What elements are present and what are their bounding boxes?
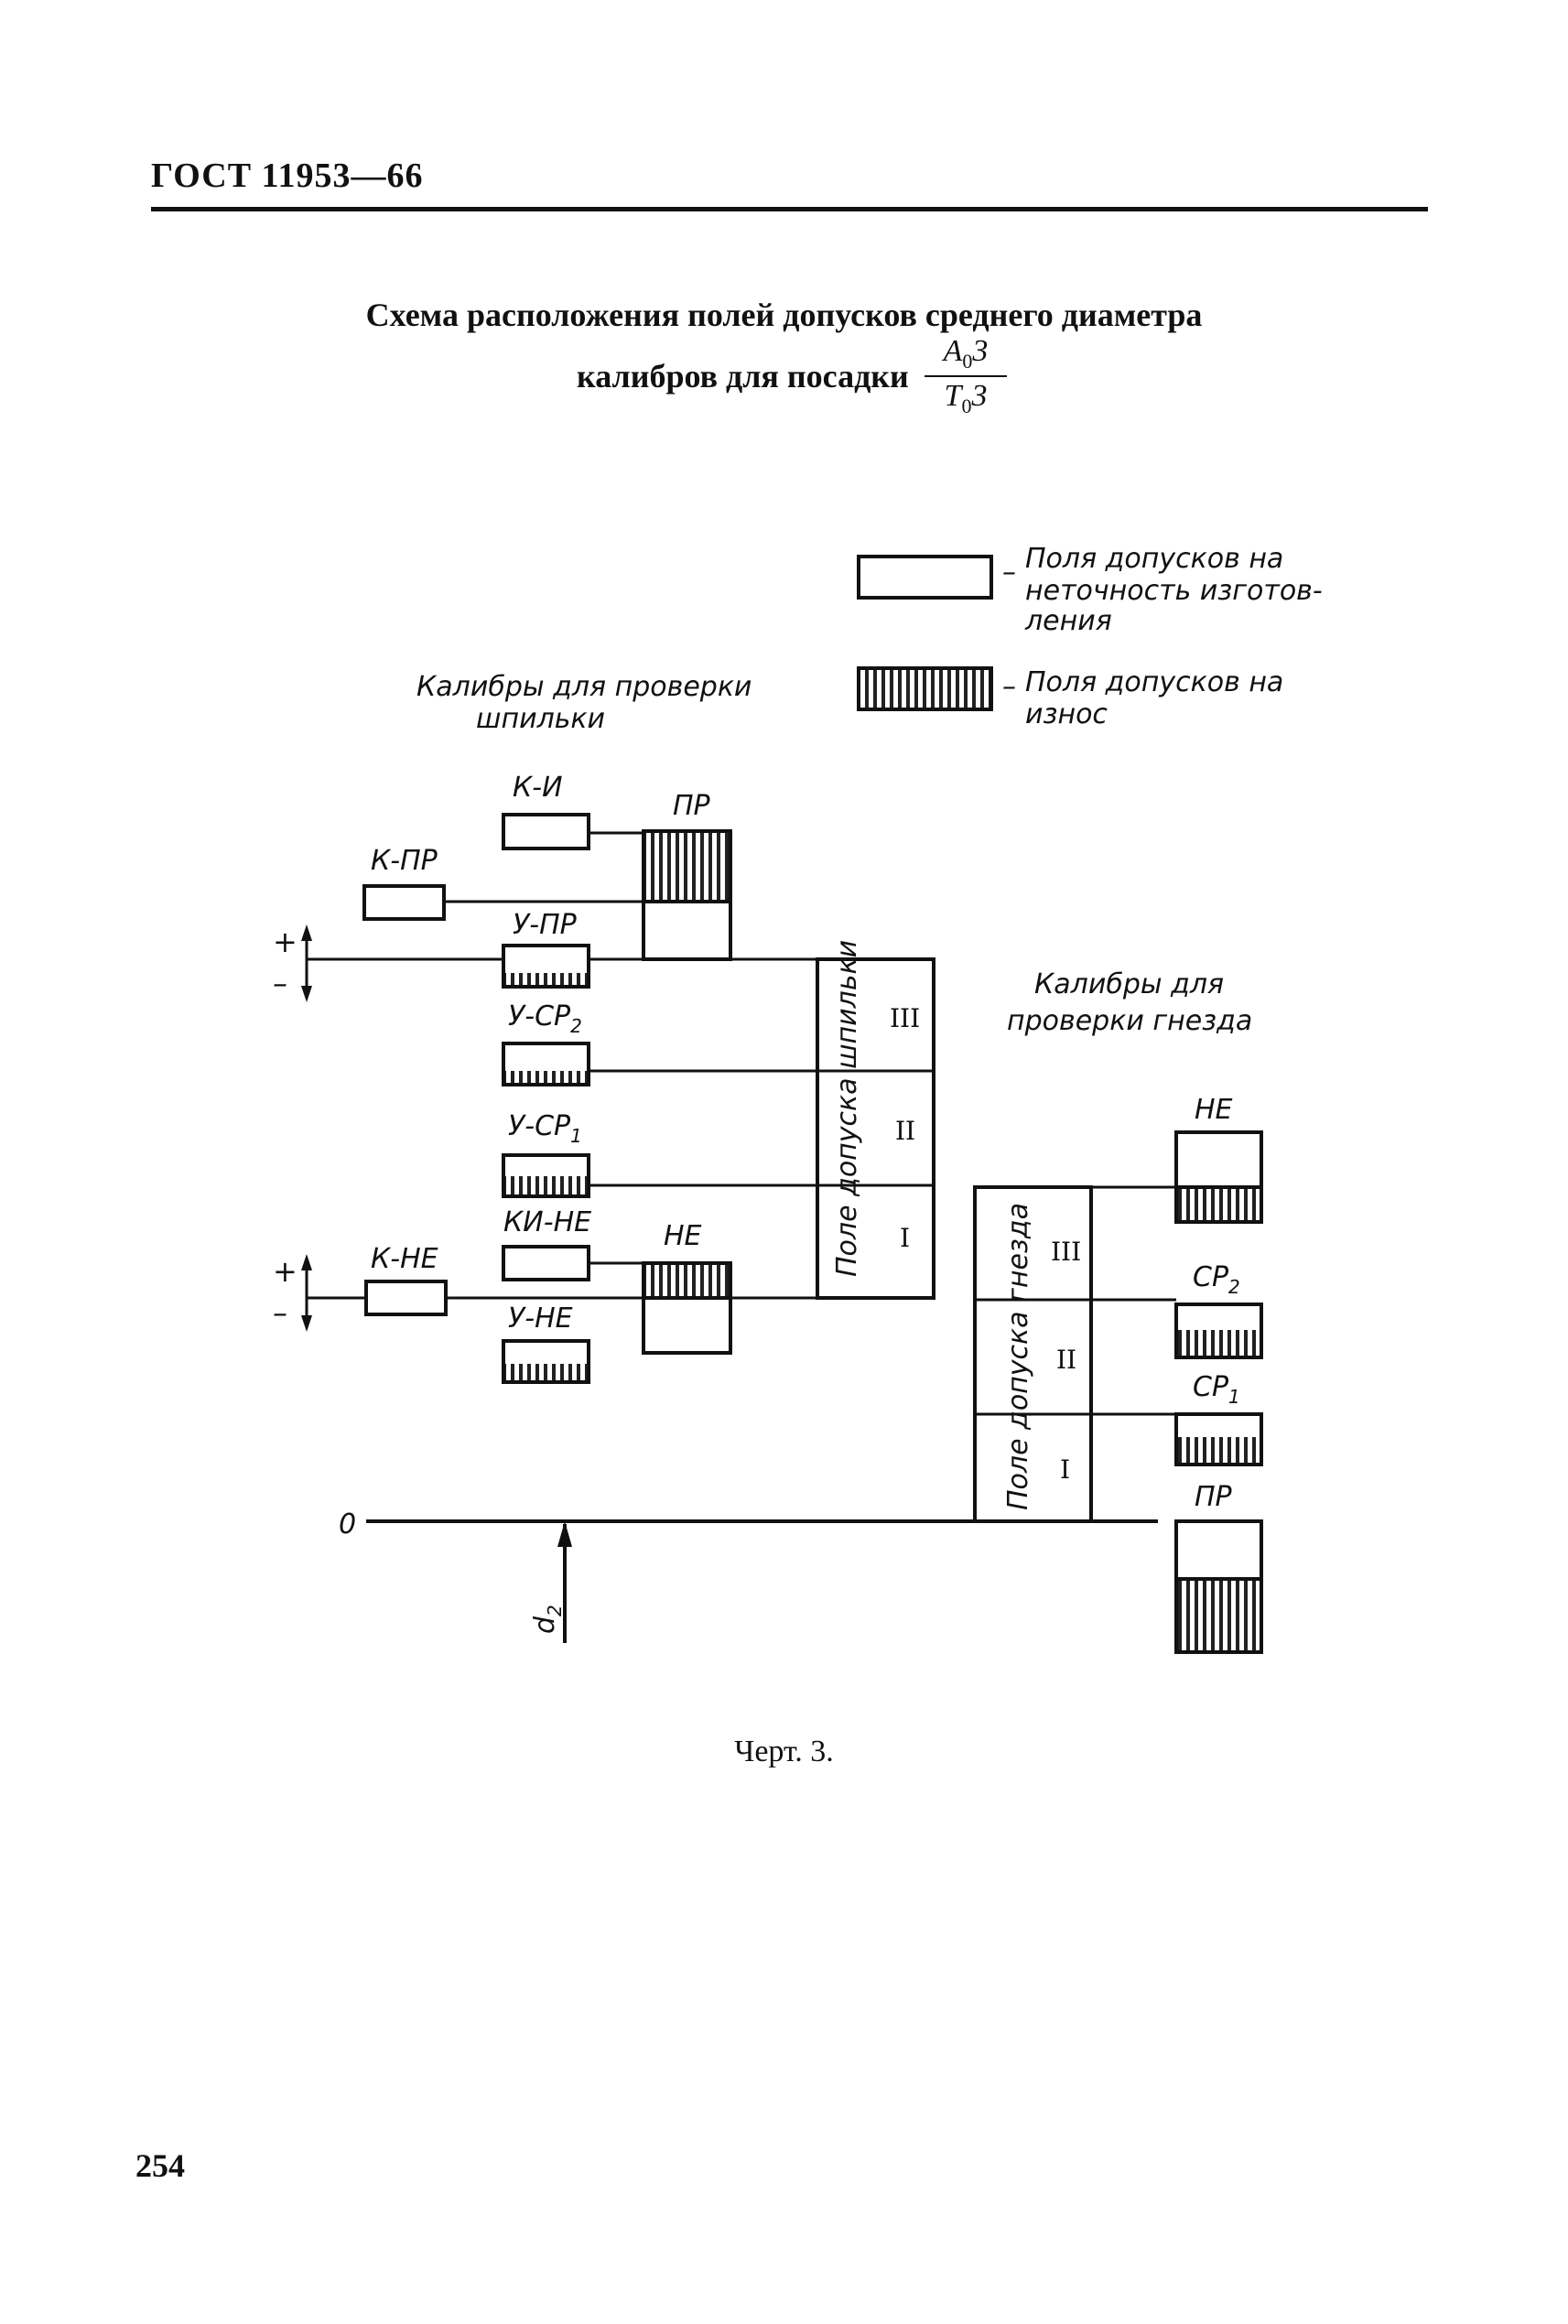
fit-fraction: A03 T03	[925, 334, 1007, 418]
fraction-denominator: T03	[944, 378, 988, 417]
d2-arrowhead	[557, 1521, 572, 1547]
gauge-ki-ne-label: КИ-НЕ	[503, 1206, 591, 1238]
gauge-u-pr-label: У-ПР	[513, 909, 578, 941]
gauge-k-pr-label: К-ПР	[371, 845, 438, 877]
lower-plus-sign: +	[273, 1254, 297, 1289]
pin-zone-2: II	[895, 1116, 915, 1146]
upper-minus-sign: –	[273, 966, 287, 1000]
legend-wear-line1: Поля допусков на	[1025, 666, 1283, 698]
d2-label: d2	[529, 1605, 566, 1634]
hole-ne-manufacture-zone	[1174, 1130, 1263, 1189]
hole-gauges-caption-line1: Калибры для	[1034, 968, 1224, 1000]
page-number: 254	[135, 2147, 185, 2184]
legend-dash-1: –	[1002, 557, 1016, 589]
legend-manufacture-line3: ления	[1024, 605, 1112, 637]
legend-dash-2: –	[1002, 671, 1016, 703]
legend-manufacture-swatch	[857, 555, 993, 600]
pin-gauges-caption-line1: Калибры для проверки	[416, 671, 752, 703]
diagram-title-line2: калибров для посадки	[577, 358, 909, 395]
gauge-k-ne	[364, 1280, 448, 1316]
hole-tolerance-field	[973, 1185, 1093, 1523]
upper-plus-sign: +	[273, 924, 297, 959]
gauge-k-pr	[362, 884, 446, 921]
pin-pr-wear-zone	[642, 829, 732, 903]
zero-label: 0	[339, 1508, 356, 1540]
gauge-k-i-label: К-И	[513, 772, 563, 804]
legend-manufacture-line2: неточность изготов-	[1025, 575, 1323, 607]
hole-pr-wear-zone	[1174, 1577, 1263, 1654]
hole-zone-2: II	[1056, 1345, 1076, 1375]
legend-wear-line2: износ	[1025, 698, 1108, 730]
hole-sr2-label: СР2	[1193, 1261, 1240, 1298]
pin-ne-manufacture-zone	[642, 1296, 732, 1355]
pin-zone-1: I	[900, 1223, 910, 1253]
hole-zone-1: I	[1060, 1454, 1070, 1485]
lower-minus-sign: –	[273, 1295, 287, 1330]
hole-ne-label: НЕ	[1195, 1094, 1233, 1126]
header-rule	[151, 207, 1428, 211]
hole-zone-3: III	[1051, 1237, 1081, 1267]
hole-ne-wear-zone	[1174, 1185, 1263, 1224]
pin-pr-label: ПР	[673, 790, 711, 822]
hole-pr-label: ПР	[1195, 1481, 1233, 1513]
pin-ne-wear-zone	[642, 1261, 732, 1300]
pin-field-label: Поле допуска шпильки	[831, 940, 863, 1277]
pin-gauges-caption-line2: шпильки	[476, 703, 605, 735]
gauge-u-ne-label: У-НЕ	[508, 1303, 573, 1335]
pin-pr-manufacture-zone	[642, 900, 732, 961]
pin-ne-label: НЕ	[664, 1220, 702, 1252]
gauge-u-sr1-label: У-СР1	[508, 1110, 582, 1147]
figure-caption: Черт. 3.	[734, 1735, 834, 1768]
legend-wear-swatch	[857, 666, 993, 711]
diagram-title-line1: Схема расположения полей допусков средне…	[365, 297, 1203, 333]
pin-tolerance-field	[816, 957, 935, 1300]
hole-gauges-caption-line2: проверки гнезда	[1007, 1005, 1252, 1037]
fraction-numerator: A03	[925, 334, 1007, 377]
legend-manufacture-line1: Поля допусков на	[1025, 543, 1283, 575]
gauge-k-i	[502, 813, 590, 850]
gauge-k-ne-label: К-НЕ	[371, 1243, 438, 1275]
pin-zone-3: III	[890, 1003, 920, 1033]
gauge-ki-ne	[502, 1245, 590, 1281]
hole-pr-manufacture-zone	[1174, 1519, 1263, 1581]
hole-field-label: Поле допуска гнезда	[1002, 1203, 1034, 1510]
hole-sr1-label: СР1	[1193, 1371, 1240, 1408]
document-header: ГОСТ 11953—66	[151, 157, 424, 195]
gauge-u-sr2-label: У-СР2	[508, 1000, 582, 1037]
